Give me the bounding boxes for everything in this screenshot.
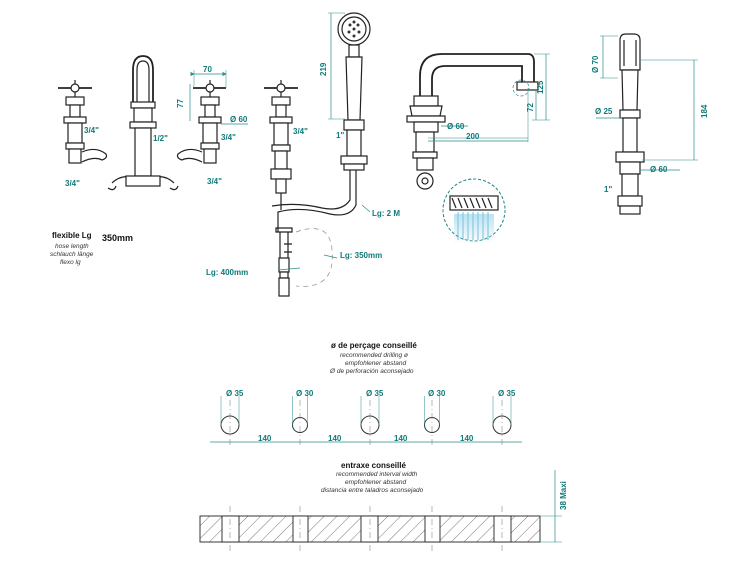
drill-hole-diameter: Ø 30	[428, 389, 446, 398]
max-thickness: 38 Maxi	[559, 481, 568, 510]
interval-section: entraxe conseillé recommended interval w…	[199, 461, 568, 552]
dim-height: 219	[319, 62, 328, 76]
tap-diverter: 3/4"	[264, 80, 308, 210]
thread-label: 3/4"	[221, 133, 236, 142]
flexible-title: flexible Lg	[52, 231, 92, 240]
thread-label: 3/4"	[207, 177, 222, 186]
drilling-section: ø de perçage conseillé recommended drill…	[210, 341, 522, 446]
dim-mid: Ø 25	[595, 107, 613, 116]
hose-length: Lg: 2 M	[372, 209, 400, 218]
thread-label: 3/4"	[65, 179, 80, 188]
dim-height: 77	[176, 99, 185, 108]
dim-height: 184	[700, 104, 709, 118]
flexible-line-es: flexo lg	[60, 259, 81, 266]
dim-width: 70	[203, 65, 212, 74]
drill-hole-diameter: Ø 35	[366, 389, 384, 398]
hose-lines: Lg: 350mm Lg: 400mm	[206, 170, 382, 297]
flexible-value: 350mm	[102, 233, 133, 243]
dim-diameter: Ø 60	[230, 115, 248, 124]
drill-spacing: 140	[460, 434, 474, 443]
drill-holes: Ø 35 Ø 30 Ø 35 Ø 30 Ø 35 140 140 140 140	[210, 389, 522, 446]
dim-length: 200	[466, 132, 480, 141]
interval-line-en: recommended interval width	[336, 471, 418, 478]
dim-outlet: 72	[526, 103, 535, 112]
shower-holder: Ø 70 Ø 25 184 Ø 60 1"	[591, 33, 709, 215]
drill-spacing: 140	[258, 434, 272, 443]
hose-length-350: Lg: 350mm	[340, 251, 382, 260]
flexible-line-de: schlauch länge	[50, 251, 94, 258]
drill-spacing: 140	[394, 434, 408, 443]
interval-line-de: empfohlener abstand	[345, 479, 406, 486]
thread-label: 3/4"	[84, 126, 99, 135]
thread-label: 3/4"	[293, 127, 308, 136]
hose-length-400: Lg: 400mm	[206, 268, 248, 277]
drilling-line-de: empfohlener abstand	[345, 360, 406, 367]
dim-diameter: Ø 60	[447, 122, 465, 131]
drilling-title: ø de perçage conseillé	[331, 341, 417, 350]
interval-title: entraxe conseillé	[341, 461, 406, 470]
thread-label: 1"	[604, 185, 612, 194]
drill-spacing: 140	[328, 434, 342, 443]
thread-label: 1/2"	[153, 134, 168, 143]
bath-spout: 200 Ø 60 125 72	[406, 53, 550, 190]
dim-height: 125	[536, 80, 545, 94]
dim-base: Ø 60	[650, 165, 668, 174]
tap-valve-right: 70 77 Ø 60 3/4" 3/4"	[176, 65, 248, 186]
flexible-hose-note: flexible Lg 350mm hose length schlauch l…	[50, 231, 133, 266]
dim-top: Ø 70	[591, 55, 600, 73]
flexible-line-en: hose length	[55, 243, 89, 250]
drilling-line-en: recommended drilling ø	[340, 352, 408, 359]
drill-hole-diameter: Ø 35	[226, 389, 244, 398]
tap-valve-left: 3/4" 3/4"	[58, 80, 108, 188]
drill-hole-diameter: Ø 35	[498, 389, 516, 398]
drilling-line-es: Ø de perforación aconsejado	[329, 368, 414, 375]
tap-spout-center: 1/2"	[107, 55, 179, 191]
drill-hole-diameter: Ø 30	[296, 389, 314, 398]
thread-label: 1"	[336, 131, 344, 140]
aerator-detail	[442, 178, 506, 244]
hand-shower: 219 1" Lg: 2 M	[319, 12, 400, 218]
interval-line-es: distancia entre taladros aconsejado	[321, 487, 424, 494]
